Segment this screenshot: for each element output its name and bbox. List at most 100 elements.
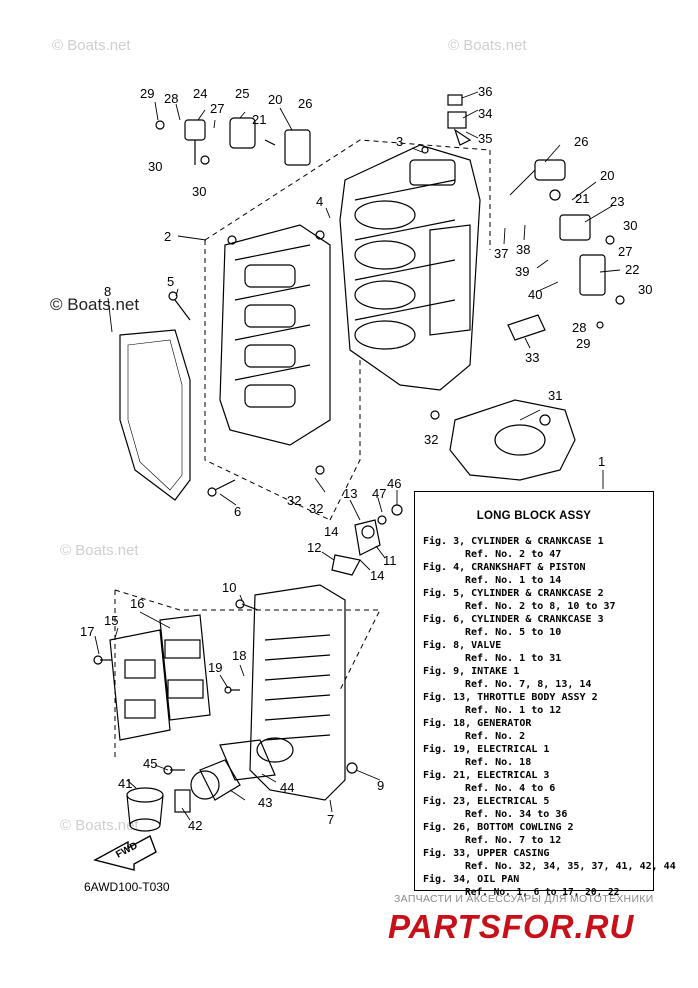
callout-3: 3 xyxy=(396,134,403,149)
callout-22: 22 xyxy=(625,262,639,277)
legend-ref-line: Ref. No. 18 xyxy=(465,757,532,768)
legend-ref-line: Ref. No. 2 to 8, 10 to 37 xyxy=(465,601,616,612)
callout-31: 31 xyxy=(548,388,562,403)
callout-36: 36 xyxy=(478,84,492,99)
oil-pan-gasket xyxy=(219,739,276,781)
callout-30c: 30 xyxy=(623,218,637,233)
oil-filter-assembly xyxy=(126,759,241,832)
callout-13: 13 xyxy=(343,486,357,501)
legend-fig-line: Fig. 9, INTAKE 1 xyxy=(423,666,520,677)
legend-fig-line: Fig. 13, THROTTLE BODY ASSY 2 xyxy=(423,692,598,703)
cylinder-head-gasket xyxy=(119,329,191,501)
callout-12: 12 xyxy=(307,540,321,555)
bolts xyxy=(93,291,440,775)
legend-ref-line: Ref. No. 34 to 36 xyxy=(465,809,568,820)
callout-28b: 28 xyxy=(572,320,586,335)
legend-fig-line: Fig. 19, ELECTRICAL 1 xyxy=(423,744,550,755)
store-logo[interactable]: PARTSFOR.RU xyxy=(388,908,635,945)
legend-ref-line: Ref. No. 1 to 12 xyxy=(465,705,562,716)
callout-26b: 26 xyxy=(574,134,588,149)
callout-1: 1 xyxy=(598,454,605,469)
callout-24: 24 xyxy=(193,86,207,101)
legend-ref-line: Ref. No. 5 to 10 xyxy=(465,627,562,638)
callout-32c: 32 xyxy=(309,501,323,516)
fitting-assembly xyxy=(331,504,403,576)
callout-42: 42 xyxy=(188,818,202,833)
callout-23: 23 xyxy=(610,194,624,209)
watermark-top-left: © Boats.net xyxy=(52,37,131,54)
callout-43: 43 xyxy=(258,795,272,810)
callout-32b: 32 xyxy=(287,493,301,508)
cylinder-block xyxy=(339,144,481,391)
callout-27a: 27 xyxy=(210,101,224,116)
callout-28a: 28 xyxy=(164,91,178,106)
legend-fig-line: Fig. 23, ELECTRICAL 5 xyxy=(423,796,550,807)
thermostat-assembly-right xyxy=(534,159,625,329)
legend-ref-line: Ref. No. 2 xyxy=(465,731,526,742)
watermark-bottom-left: © Boats.net xyxy=(60,817,139,834)
callout-2: 2 xyxy=(164,229,171,244)
callout-30b: 30 xyxy=(192,184,206,199)
legend-fig-line: Fig. 21, ELECTRICAL 3 xyxy=(423,770,550,781)
base-gasket xyxy=(449,399,576,481)
watermark-mid-center: © Boats.net xyxy=(60,542,139,559)
sensor-assembly xyxy=(447,94,472,146)
callout-38: 38 xyxy=(516,242,530,257)
callout-34: 34 xyxy=(478,106,492,121)
fwd-arrow xyxy=(93,834,157,871)
legend-fig-line: Fig. 4, CRANKSHAFT & PISTON xyxy=(423,562,586,573)
legend-fig-line: Fig. 18, GENERATOR xyxy=(423,718,532,729)
legend-fig-line: Fig. 3, CYLINDER & CRANKCASE 1 xyxy=(423,536,604,547)
exhaust-cover xyxy=(249,584,346,801)
callout-5: 5 xyxy=(167,274,174,289)
callout-32a: 32 xyxy=(424,432,438,447)
plug xyxy=(346,762,358,774)
thermostat-assembly-left xyxy=(155,117,311,166)
legend-ref-line: Ref. No. 2 to 47 xyxy=(465,549,562,560)
callout-29b: 29 xyxy=(576,336,590,351)
legend-fig-line: Fig. 5, CYLINDER & CRANKCASE 2 xyxy=(423,588,604,599)
callout-10: 10 xyxy=(222,580,236,595)
fwd-label: FWD xyxy=(114,840,139,860)
exhaust-plate xyxy=(109,614,211,741)
callout-16: 16 xyxy=(130,596,144,611)
callout-27b: 27 xyxy=(618,244,632,259)
callout-6: 6 xyxy=(234,504,241,519)
callout-21a: 21 xyxy=(252,112,266,127)
legend-box: LONG BLOCK ASSY Fig. 3, CYLINDER & CRANK… xyxy=(414,491,676,898)
callout-33: 33 xyxy=(525,350,539,365)
leader-lines xyxy=(94,91,621,821)
legend-ref-line: Ref. No. 7, 8, 13, 14 xyxy=(465,679,592,690)
watermark-top-right: © Boats.net xyxy=(448,37,527,54)
callout-46: 46 xyxy=(387,476,401,491)
legend-fig-line: Fig. 34, OIL PAN xyxy=(423,874,520,885)
callout-26a: 26 xyxy=(298,96,312,111)
callout-29a: 29 xyxy=(140,86,154,101)
callout-15: 15 xyxy=(104,613,118,628)
callout-9: 9 xyxy=(377,778,384,793)
callout-44: 44 xyxy=(280,780,294,795)
callout-35: 35 xyxy=(478,131,492,146)
callout-18: 18 xyxy=(232,648,246,663)
callout-19: 19 xyxy=(208,660,222,675)
callout-25: 25 xyxy=(235,86,249,101)
callout-39: 39 xyxy=(515,264,529,279)
callout-11: 11 xyxy=(383,553,397,568)
callout-30a: 30 xyxy=(148,159,162,174)
bracket xyxy=(507,314,546,341)
callout-14b: 14 xyxy=(370,568,384,583)
watermark-mid-left: © Boats.net xyxy=(50,295,139,314)
legend-ref-line: Ref. No. 4 to 6 xyxy=(465,783,556,794)
legend-ref-line: Ref. No. 1 to 14 xyxy=(465,575,562,586)
cylinder-head xyxy=(219,224,331,446)
callout-numbers: 1 2 3 4 5 6 7 8 9 10 11 12 13 14 14 15 1… xyxy=(80,84,652,833)
legend-fig-line: Fig. 33, UPPER CASING xyxy=(423,848,550,859)
callout-7: 7 xyxy=(327,812,334,827)
callout-4: 4 xyxy=(316,194,323,209)
legend-fig-line: Fig. 26, BOTTOM COWLING 2 xyxy=(423,822,574,833)
legend-ref-line: Ref. No. 1, 6 to 17, 20, 22 xyxy=(465,887,620,898)
dashed-guide-lines xyxy=(114,139,491,760)
legend-fig-line: Fig. 6, CYLINDER & CRANKCASE 3 xyxy=(423,614,604,625)
